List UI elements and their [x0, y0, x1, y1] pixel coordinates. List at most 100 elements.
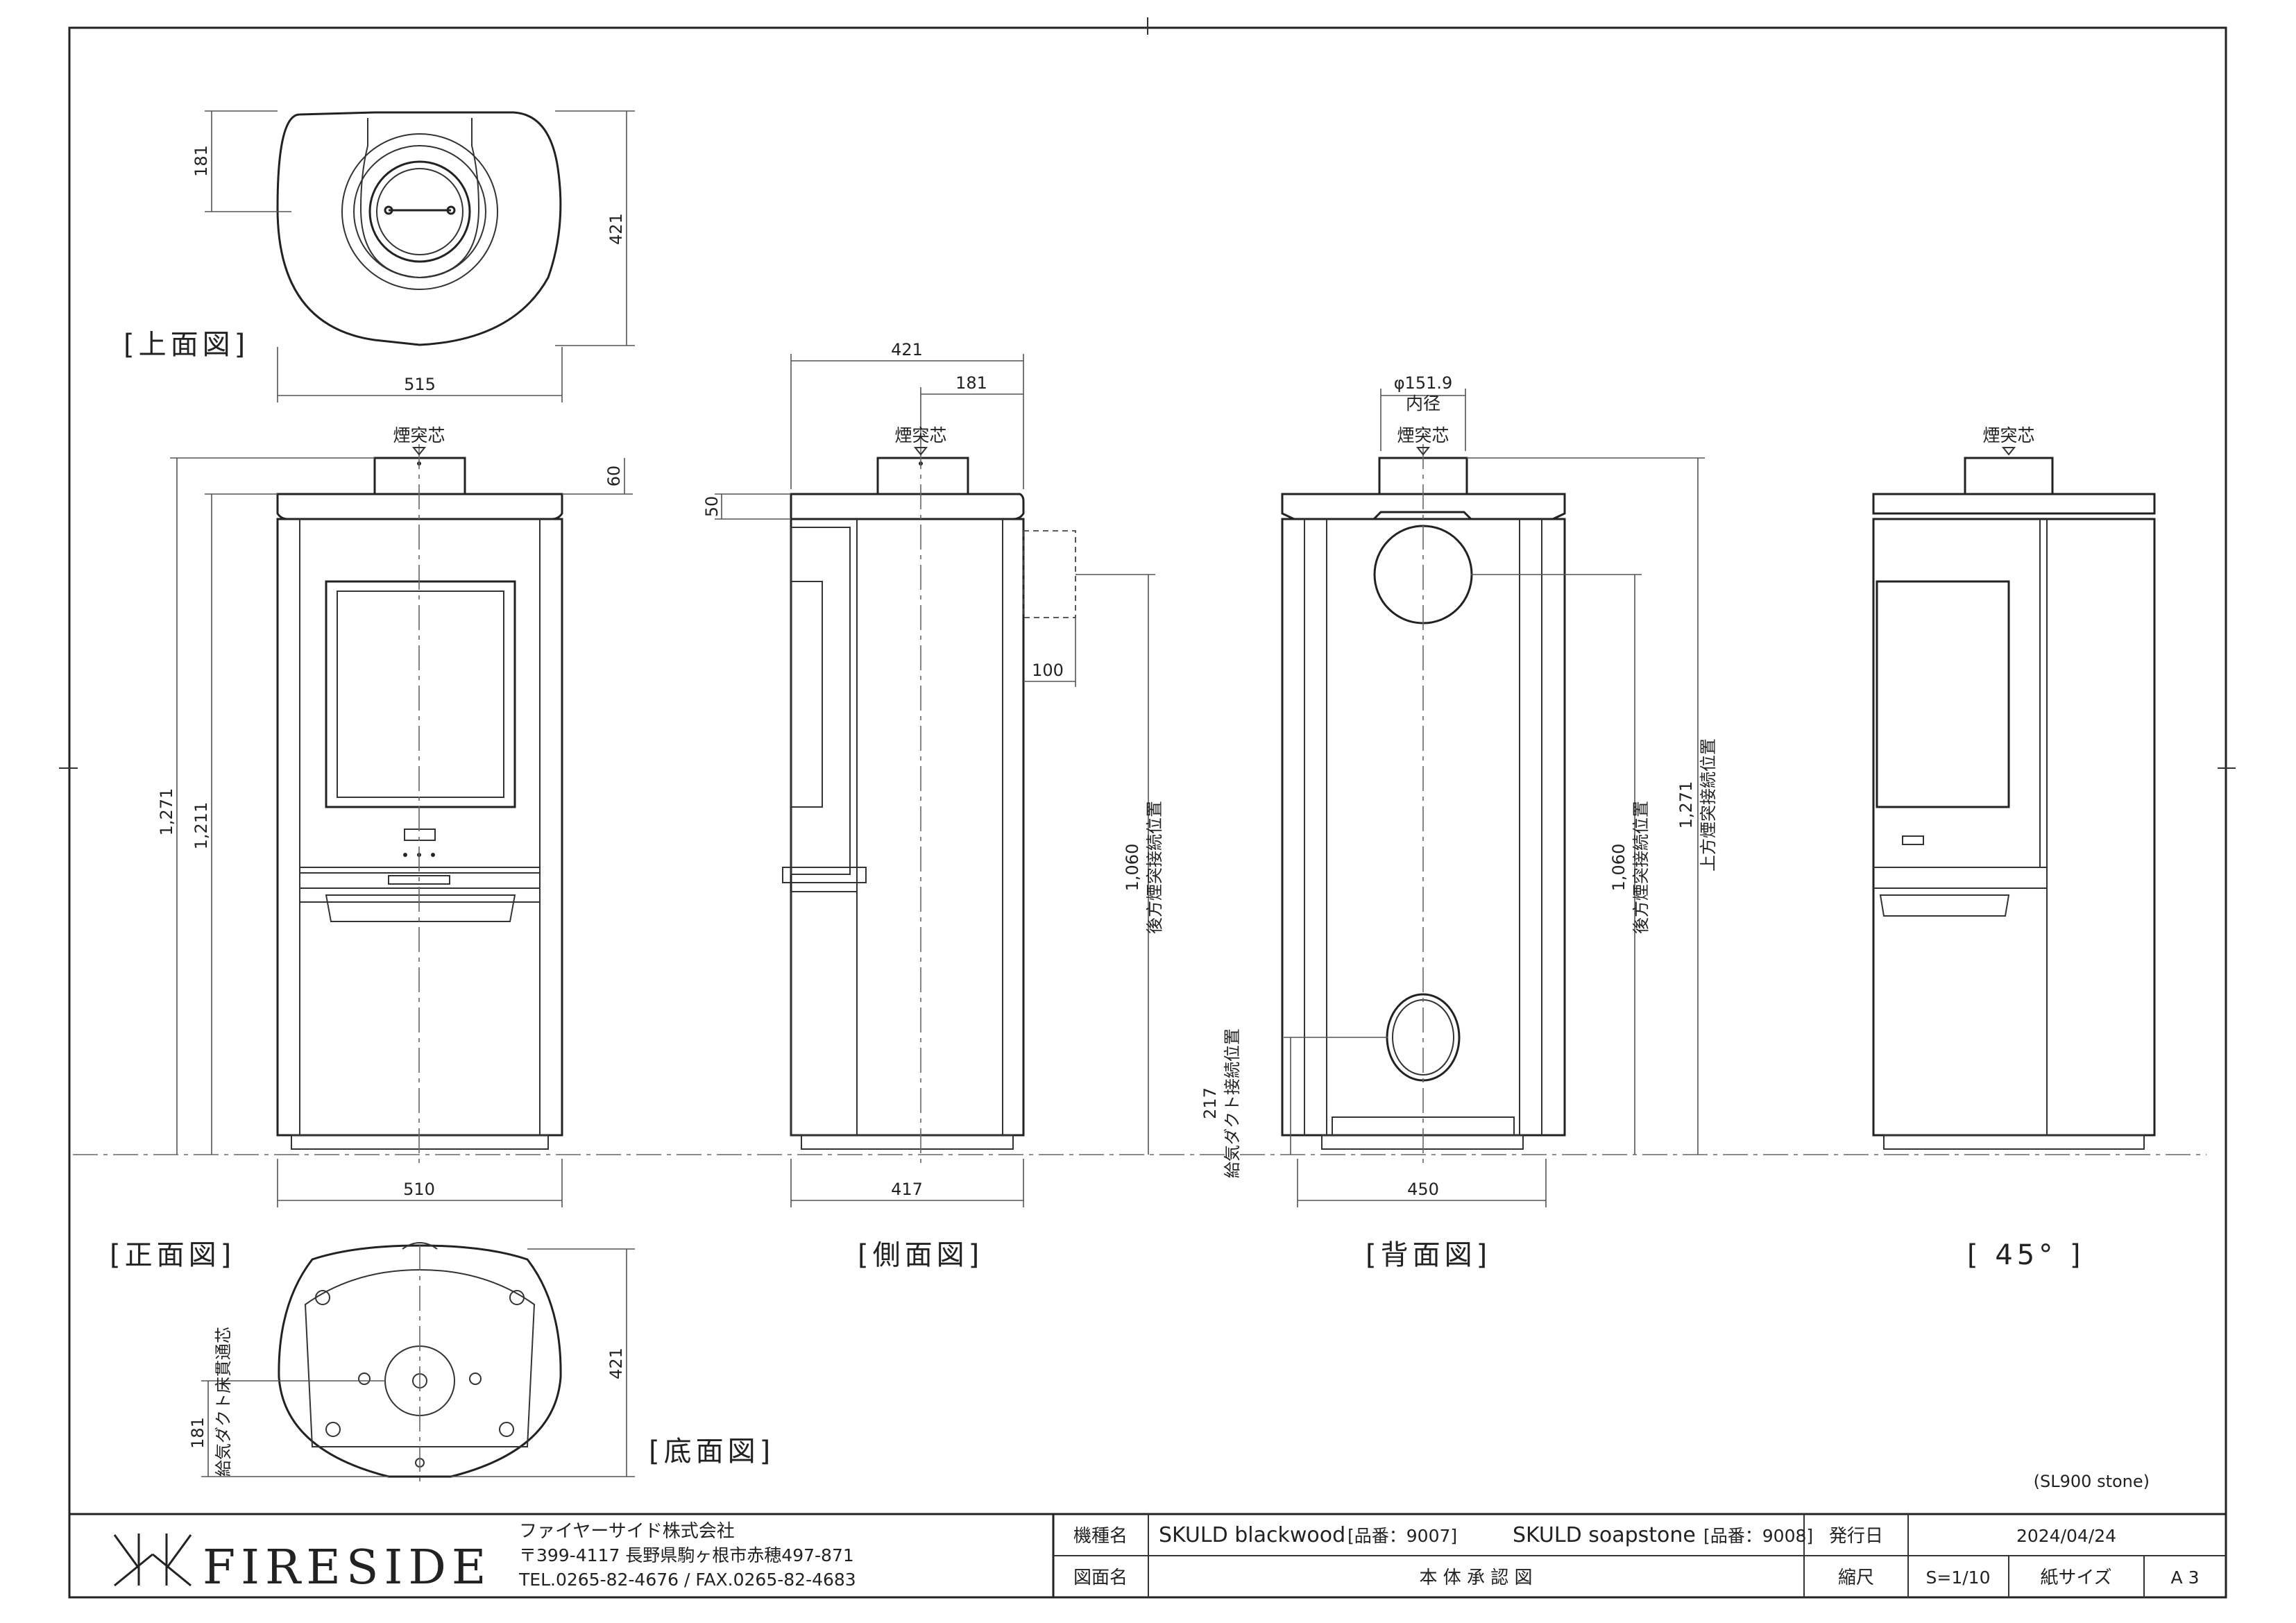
flue-center-marker: [913, 447, 928, 456]
model-label: 機種名: [1073, 1526, 1128, 1547]
view-caption-back: [背面図]: [1366, 1239, 1491, 1271]
dim-bottom-duct-offset: 181: [188, 1417, 207, 1449]
label-back-rear-flue: 後方煙突接続位置: [1631, 801, 1651, 934]
iso-logo: [1902, 835, 1924, 845]
control-dot: [403, 853, 407, 857]
model-note: (SL900 stone): [2034, 1472, 2150, 1491]
dim-side-rear-flue-height: 1,060: [1123, 844, 1142, 892]
model-2-name: SKULD soapstone: [1513, 1523, 1696, 1547]
iso-view: [1872, 457, 2156, 1150]
front-view: [170, 444, 633, 1207]
bottom-foot: [509, 1290, 525, 1305]
bottom-hole: [469, 1373, 482, 1385]
front-plinth: [291, 1135, 549, 1150]
flue-center-label-back: 煙突芯: [1397, 425, 1449, 445]
dim-back-width: 450: [1407, 1180, 1439, 1199]
side-plinth: [801, 1135, 1014, 1150]
front-top-plate: [276, 493, 563, 520]
logo-stroke: [165, 1534, 192, 1569]
side-body: [790, 518, 1025, 1137]
back-top-plate: [1281, 493, 1566, 520]
top-ring-outer: [341, 133, 498, 290]
iso-top-plate: [1872, 493, 2156, 515]
iso-ash-drawer: [1879, 894, 2010, 917]
side-handle: [782, 867, 867, 883]
front-ash-drawer: [325, 894, 516, 922]
front-body: [276, 518, 563, 1137]
top-flue-collar: [368, 160, 471, 263]
label-back-air-duct: 給気ダクト接続位置: [1223, 1028, 1242, 1178]
fireside-logo-mark: [113, 1533, 192, 1587]
front-glass-inner: [337, 590, 504, 798]
dim-side-outlet: 100: [1032, 661, 1064, 680]
drawing-name: 本 体 承 認 図: [1419, 1567, 1532, 1588]
model-2-code: [品番：9008]: [1703, 1526, 1813, 1546]
top-view: [205, 110, 635, 402]
flue-center-marker: [2001, 447, 2016, 456]
flue-center-marker: [411, 447, 427, 456]
dim-front-total-height: 1,271: [157, 788, 176, 836]
view-caption-bottom: [底面図]: [649, 1436, 774, 1468]
iso-plinth: [1883, 1135, 2145, 1150]
iso-glass: [1876, 580, 2010, 808]
iso-flue-collar: [1964, 457, 2054, 495]
side-flue-collar: [876, 457, 969, 495]
logo-stroke: [152, 1553, 192, 1587]
dim-side-top: 50: [702, 496, 722, 518]
dim-back-top-flue-height: 1,271: [1676, 781, 1696, 829]
view-caption-iso: [ 45° ]: [1967, 1239, 2085, 1271]
company-address: 〒399-4117 長野県駒ヶ根市赤穂497-871: [519, 1545, 854, 1565]
back-plinth: [1321, 1135, 1524, 1150]
dim-side-width: 417: [891, 1180, 923, 1199]
logo-stroke: [114, 1553, 153, 1587]
label-air-duct-floor-center: 給気ダクト床貫通芯: [214, 1327, 233, 1477]
dim-top-depth: 421: [606, 213, 626, 245]
side-rear-outlet: [1023, 530, 1076, 618]
dim-bottom-depth: 421: [606, 1348, 626, 1379]
flue-center-marker: [1415, 447, 1431, 456]
view-caption-top: [上面図]: [124, 329, 249, 361]
label-side-rear-flue: 後方煙突接続位置: [1145, 801, 1164, 934]
front-air-control: [388, 875, 450, 885]
top-outline: [276, 111, 562, 346]
inner-diameter-label: 内径: [1406, 393, 1440, 414]
front-logo-plate: [404, 829, 436, 841]
label-back-top-flue: 上方煙突接続位置: [1699, 738, 1718, 872]
flue-center-label-iso: 煙突芯: [1982, 425, 2034, 445]
model-1-name: SKULD blackwood: [1159, 1523, 1345, 1547]
dim-front-width: 510: [403, 1180, 435, 1199]
bottom-outline: [278, 1244, 562, 1478]
side-door-profile: [790, 527, 851, 875]
drawing-name-label: 図面名: [1073, 1567, 1128, 1588]
paper-size-label: 紙サイズ: [2040, 1567, 2111, 1588]
bottom-hole: [358, 1373, 371, 1385]
dim-side-depth: 421: [891, 340, 923, 359]
issue-date: 2024/04/24: [2016, 1526, 2116, 1546]
dim-top-depth-flue: 181: [192, 145, 211, 177]
paper-size-value: A 3: [2171, 1567, 2200, 1588]
logo-text: FIRESIDE: [203, 1540, 491, 1595]
top-handle-knob: [446, 205, 456, 215]
top-ring-middle: [353, 145, 486, 278]
view-caption-front: [正面図]: [110, 1239, 235, 1271]
dim-back-rear-flue-height: 1,060: [1609, 844, 1629, 892]
side-top-plate: [790, 493, 1025, 520]
bottom-foot: [315, 1290, 330, 1305]
bottom-base-frame: [304, 1268, 536, 1447]
dim-top-width: 515: [404, 375, 436, 394]
bottom-view: [201, 1242, 635, 1485]
top-flue-inner: [376, 168, 464, 255]
top-handle-knob: [384, 205, 393, 215]
front-glass: [325, 580, 516, 808]
scale-label: 縮尺: [1838, 1567, 1874, 1588]
side-lower-door: [790, 891, 858, 1136]
issue-date-label: 発行日: [1829, 1526, 1883, 1547]
company-contact: TEL.0265-82-4676 / FAX.0265-82-4683: [518, 1570, 856, 1590]
bottom-top-lug: [402, 1242, 438, 1250]
dim-front-top: 60: [604, 466, 624, 487]
flue-center-label-side: 煙突芯: [894, 425, 946, 445]
side-glass-profile: [790, 581, 823, 808]
dim-front-body-height: 1,211: [192, 802, 211, 850]
company-name: ファイヤーサイド株式会社: [519, 1521, 735, 1542]
